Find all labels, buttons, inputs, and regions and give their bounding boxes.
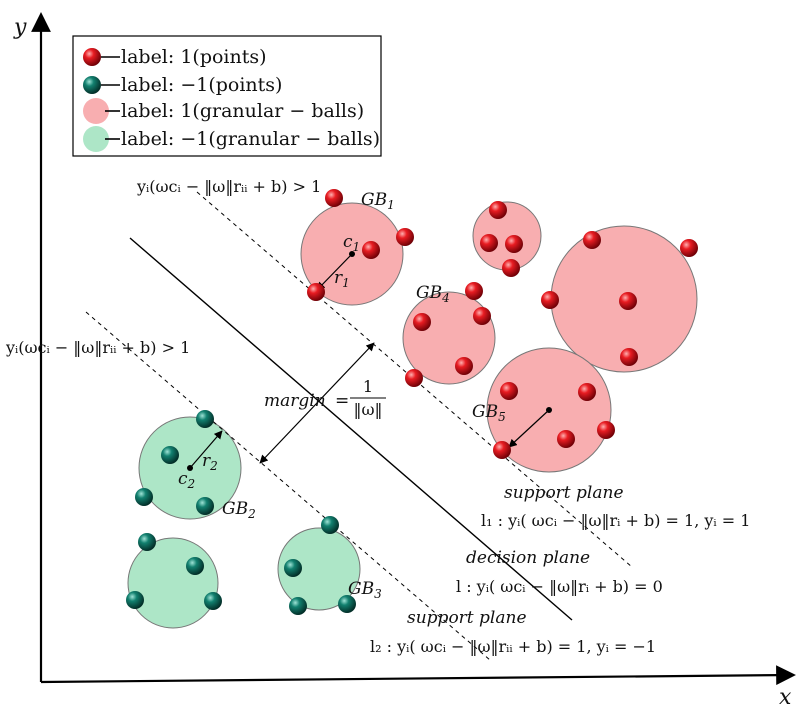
teal-point	[196, 410, 214, 428]
radius-arrow-r1	[316, 253, 353, 291]
legend-green-ball-icon	[83, 126, 109, 152]
legend-box	[72, 35, 382, 157]
red-points	[307, 189, 698, 459]
red-point	[455, 357, 473, 375]
label-gb1: GB1	[361, 190, 395, 212]
support-plane-lower-title: support plane	[407, 608, 527, 628]
red-point	[493, 441, 511, 459]
radius-arrow-gb5	[508, 409, 550, 448]
red-point	[578, 383, 596, 401]
teal-point	[284, 559, 302, 577]
teal-point	[161, 446, 179, 464]
margin-label: margin	[264, 391, 326, 411]
margin-arrow	[259, 342, 375, 464]
x-axis-label: x	[779, 685, 792, 707]
legend-label-pink-balls: label: 1(granular − balls)	[121, 100, 364, 122]
label-c1: c1	[343, 232, 360, 254]
margin-denominator: ‖ω‖	[353, 400, 382, 419]
label-gb2: GB2	[222, 499, 256, 521]
label-r1: r1	[334, 268, 350, 290]
red-point	[541, 291, 559, 309]
center-dot-c1	[349, 251, 355, 257]
red-point	[362, 241, 380, 259]
margin-equals: =	[335, 391, 349, 411]
red-point	[413, 313, 431, 331]
support-plane-upper-title: support plane	[504, 483, 624, 503]
legend: label: 1(points) label: −1(points) label…	[72, 35, 382, 157]
label-gb5: GB5	[472, 402, 506, 424]
legend-red-point-icon	[83, 48, 101, 66]
center-dot-gb5	[546, 407, 552, 413]
label-gb3: GB3	[348, 579, 382, 601]
red-point	[307, 283, 325, 301]
radius-arrow-r2	[189, 430, 223, 469]
constraint-upper: yᵢ(ωcᵢ − ‖ω‖rᵢᵢ + b) > 1	[136, 177, 321, 196]
red-point	[619, 292, 637, 310]
teal-point	[186, 557, 204, 575]
teal-point	[135, 488, 153, 506]
teal-point	[126, 591, 144, 609]
x-axis	[40, 665, 796, 686]
red-point	[620, 348, 638, 366]
red-point	[597, 421, 615, 439]
support-plane-lower-equation: l₂ : yᵢ( ωcᵢ − ‖ω‖rᵢᵢ + b) = 1, yᵢ = −1	[370, 637, 656, 656]
red-point	[489, 201, 507, 219]
legend-teal-point-icon	[83, 76, 101, 94]
granular-ball-gb3	[277, 527, 361, 611]
legend-pink-ball-icon	[83, 98, 109, 124]
constraint-lower: yᵢ(ωcᵢ − ‖ω‖rᵢᵢ + b) > 1	[5, 338, 190, 357]
teal-point	[289, 597, 307, 615]
support-plane-lower-line	[85, 311, 491, 661]
red-point	[502, 259, 520, 277]
decision-plane-equation: l : yᵢ( ωcᵢ − ‖ω‖rᵢ + b) = 0	[456, 577, 663, 596]
red-point	[325, 189, 343, 207]
label-gb4: GB4	[416, 283, 450, 305]
granular-ball-green-bottom	[127, 537, 219, 629]
legend-label-teal-points: label: −1(points)	[121, 74, 282, 96]
red-point	[405, 369, 423, 387]
decision-plane-title: decision plane	[466, 548, 590, 568]
red-point	[505, 235, 523, 253]
legend-label-red-points: label: 1(points)	[121, 46, 267, 68]
support-plane-upper-equation: l₁ : yᵢ( ωcᵢ − ‖ω‖rᵢ + b) = 1, yᵢ = 1	[481, 511, 750, 530]
granular-ball-pink-small	[472, 201, 542, 271]
red-point	[480, 234, 498, 252]
red-point	[473, 307, 491, 325]
label-c2: c2	[178, 469, 195, 491]
teal-point	[204, 592, 222, 610]
teal-points	[126, 410, 356, 615]
red-point	[557, 430, 575, 448]
y-axis-label: y	[13, 15, 27, 40]
red-point	[465, 282, 483, 300]
red-point	[680, 239, 698, 257]
red-point	[500, 382, 518, 400]
margin-numerator: 1	[363, 377, 373, 396]
legend-label-green-balls: label: −1(granular − balls)	[121, 128, 380, 150]
label-r2: r2	[202, 451, 218, 473]
red-point	[583, 231, 601, 249]
teal-point	[196, 497, 214, 515]
teal-point	[338, 595, 356, 613]
teal-point	[321, 516, 339, 534]
red-point	[396, 228, 414, 246]
center-dot-c2	[187, 465, 193, 471]
teal-point	[138, 533, 156, 551]
